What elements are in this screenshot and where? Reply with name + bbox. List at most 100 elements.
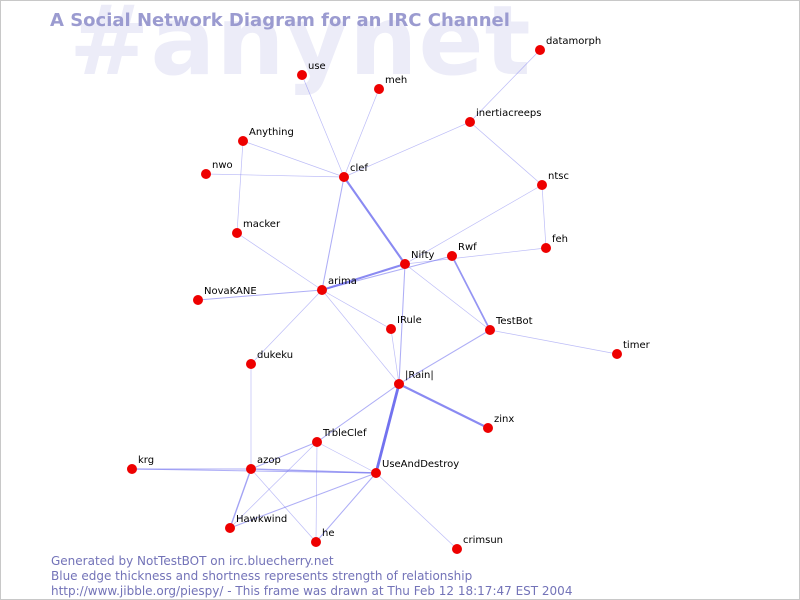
edge-datamorph-inertiacreeps (469, 49, 541, 123)
node-label: Anything (249, 127, 294, 138)
node-dot (312, 437, 322, 447)
edge-meh-clef (343, 88, 380, 178)
edge-TrbleClef-UseAndDestroy (316, 441, 377, 474)
diagram-title: A Social Network Diagram for an IRC Chan… (50, 10, 510, 31)
node-dot (127, 464, 137, 474)
node-dot (371, 468, 381, 478)
node-ntsc: ntsc (537, 171, 569, 190)
node-label: inertiacreeps (476, 108, 541, 119)
node-dot (311, 537, 321, 547)
node-label: feh (552, 234, 568, 245)
edge-UseAndDestroy-he (315, 472, 377, 543)
edge-Anything-clef (242, 140, 345, 178)
node-timer: timer (612, 340, 651, 359)
node-label: |Rain| (405, 370, 434, 381)
edge-TrbleClef-azop (250, 441, 318, 470)
node-label: arima (328, 276, 357, 287)
edge-Nifty-TestBot (404, 263, 491, 331)
edge-arima-dukeku (250, 289, 323, 365)
node-krg: krg (127, 455, 154, 474)
edge-TestBot-timer (489, 329, 618, 355)
node-dot (483, 423, 493, 433)
footer: Generated by NotTestBOT on irc.bluecherr… (51, 554, 572, 599)
node-zinx: zinx (483, 414, 514, 433)
node-dot (541, 243, 551, 253)
edge-nwo-clef (205, 173, 345, 178)
node-dot (339, 172, 349, 182)
node-Nifty: Nifty (400, 250, 435, 269)
edge-Rain-TrbleClef (316, 383, 400, 443)
edge-azop-UseAndDestroy (250, 468, 377, 474)
node-label: IRule (397, 315, 422, 326)
node-dot (465, 117, 475, 127)
node-use: use (297, 61, 326, 80)
edge-UseAndDestroy-crimsun (375, 472, 458, 550)
edge-NovaKANE-arima (197, 289, 323, 301)
edge-Rwf-TestBot (451, 255, 491, 331)
edge-Nifty-arima (320, 262, 407, 292)
node-dukeku: dukeku (246, 350, 293, 369)
node-dot (447, 251, 457, 261)
edge-Anything-macker (236, 140, 244, 234)
node-label: crimsun (463, 535, 503, 546)
node-label: Hawkwind (236, 514, 287, 525)
node-dot (297, 70, 307, 80)
node-UseAndDestroy: UseAndDestroy (371, 459, 459, 478)
node-nwo: nwo (201, 160, 233, 179)
node-label: TrbleClef (322, 428, 367, 439)
node-label: nwo (212, 160, 233, 171)
node-Rwf: Rwf (447, 242, 477, 261)
node-dot (246, 464, 256, 474)
node-dot (201, 169, 211, 179)
edge-inertiacreeps-ntsc (469, 121, 543, 186)
node-label: dukeku (257, 350, 293, 361)
node-feh: feh (541, 234, 568, 253)
node-clef: clef (339, 163, 368, 182)
edge-use-clef (301, 74, 345, 178)
node-label: macker (243, 219, 281, 230)
node-dot (535, 45, 545, 55)
node-label: meh (385, 75, 407, 86)
node-dot (386, 324, 396, 334)
edge-TestBot-Rain (398, 329, 491, 385)
frame-info-text: http://www.jibble.org/piespy/ - This fra… (51, 584, 573, 598)
node-IRule: IRule (386, 315, 422, 334)
node-dot (232, 228, 242, 238)
edge-azop-Hawkwind (229, 468, 252, 529)
edge-clef-arima (321, 176, 345, 291)
node-label: clef (350, 163, 368, 174)
generated-by-text: Generated by NotTestBOT on irc.bluecherr… (51, 554, 334, 568)
edge-TrbleClef-he (315, 441, 318, 543)
node-TestBot: TestBot (485, 316, 533, 335)
node-label: he (322, 528, 335, 539)
node-datamorph: datamorph (535, 36, 601, 55)
node-TrbleClef: TrbleClef (312, 428, 367, 447)
node-label: UseAndDestroy (382, 459, 459, 470)
node-label: use (308, 61, 326, 72)
node-Anything: Anything (238, 127, 294, 146)
node-label: azop (257, 455, 281, 466)
edge-ntsc-Nifty (404, 184, 543, 265)
edge-azop-he (250, 468, 317, 543)
edges-layer (131, 49, 618, 550)
node-label: Rwf (458, 242, 477, 253)
edge-ntsc-feh (541, 184, 547, 249)
node-label: NovaKANE (204, 286, 257, 297)
node-dot (537, 180, 547, 190)
edge-IRule-Rain (390, 328, 400, 385)
node-label: krg (138, 455, 154, 466)
edge-feh-Nifty (404, 247, 547, 265)
node-dot (193, 295, 203, 305)
edge-Nifty-Rain (398, 263, 406, 385)
node-label: TestBot (495, 316, 533, 327)
node-crimsun: crimsun (452, 535, 503, 554)
node-Hawkwind: Hawkwind (225, 514, 287, 533)
edge-TrbleClef-Hawkwind (229, 441, 318, 529)
node-dot (394, 379, 404, 389)
node-he: he (311, 528, 335, 547)
node-azop: azop (246, 455, 281, 474)
edge-UseAndDestroy-Hawkwind (229, 472, 377, 529)
edge-Rain-UseAndDestroy (374, 382, 401, 475)
